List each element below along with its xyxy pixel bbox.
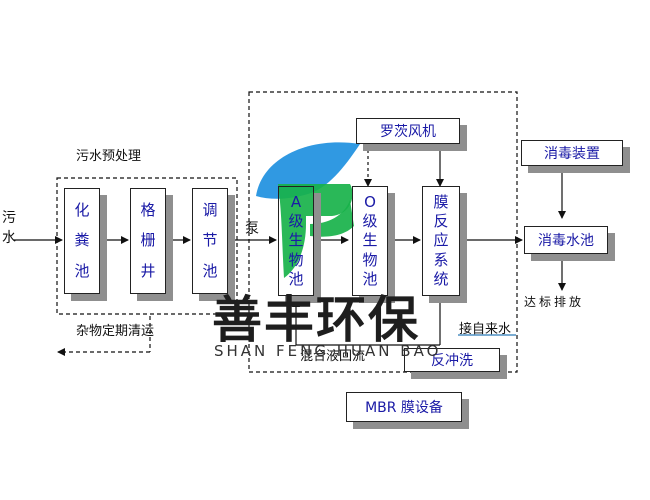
adjust-char-1: 调 — [202, 200, 218, 219]
membrane-char-3: 应 — [433, 231, 449, 250]
a-tank-box: A 级 生 物 池 — [278, 186, 314, 296]
septic-char-3: 池 — [74, 262, 90, 281]
tap-water-label: 接自来水 — [459, 322, 512, 337]
a-tank-char-2: 级 — [288, 212, 304, 231]
watermark-logo-icon — [256, 142, 360, 278]
sludge-removal-label: 杂物定期清运 — [76, 324, 155, 339]
a-tank-char-5: 池 — [288, 269, 304, 288]
mbr-device-box: MBR 膜设备 — [346, 392, 462, 422]
membrane-reactor-box: 膜 反 应 系 统 — [422, 186, 460, 296]
mixed-reflux-label: 混合液回流 — [300, 349, 366, 364]
a-tank-char-3: 生 — [288, 231, 304, 250]
discharge-label: 达标排放 — [524, 295, 585, 309]
grille-well-box: 格 栅 井 — [130, 188, 166, 294]
septic-char-2: 粪 — [74, 231, 90, 250]
grille-char-3: 井 — [140, 262, 156, 281]
o-tank-char-1: O — [364, 193, 376, 212]
grille-char-1: 格 — [140, 200, 156, 219]
pump-label: 泵 — [245, 221, 259, 237]
a-tank-char-1: A — [290, 193, 302, 212]
watermark-pinyin: SHAN FENG HUAN BAO — [214, 342, 442, 360]
grille-char-2: 栅 — [140, 231, 156, 250]
roots-blower-box: 罗茨风机 — [356, 118, 460, 144]
disinfect-device-box: 消毒装置 — [521, 140, 623, 166]
o-tank-box: O 级 生 物 池 — [352, 186, 388, 296]
disinfect-tank-box: 消毒水池 — [524, 226, 608, 254]
a-tank-char-4: 物 — [288, 250, 304, 269]
o-tank-char-4: 物 — [362, 250, 378, 269]
septic-tank-box: 化 粪 池 — [64, 188, 100, 294]
membrane-char-2: 反 — [433, 212, 449, 231]
adjust-char-3: 池 — [202, 262, 218, 281]
o-tank-char-5: 池 — [362, 269, 378, 288]
septic-char-1: 化 — [74, 200, 90, 219]
sewage-label: 污 水 — [2, 208, 16, 248]
pretreatment-label: 污水预处理 — [76, 149, 142, 164]
sewage-char-1: 污 — [2, 210, 16, 226]
watermark-name: 善丰环保 — [212, 291, 420, 349]
adjust-tank-box: 调 节 池 — [192, 188, 228, 294]
pretreatment-frame — [56, 177, 238, 315]
o-tank-char-3: 生 — [362, 231, 378, 250]
sewage-char-2: 水 — [2, 230, 16, 246]
membrane-char-4: 系 — [433, 250, 449, 269]
membrane-char-1: 膜 — [433, 193, 449, 212]
o-tank-char-2: 级 — [362, 212, 378, 231]
biochemical-frame — [248, 91, 518, 373]
adjust-char-2: 节 — [202, 231, 218, 250]
backwash-box: 反冲洗 — [404, 348, 500, 372]
membrane-char-5: 统 — [433, 269, 449, 288]
